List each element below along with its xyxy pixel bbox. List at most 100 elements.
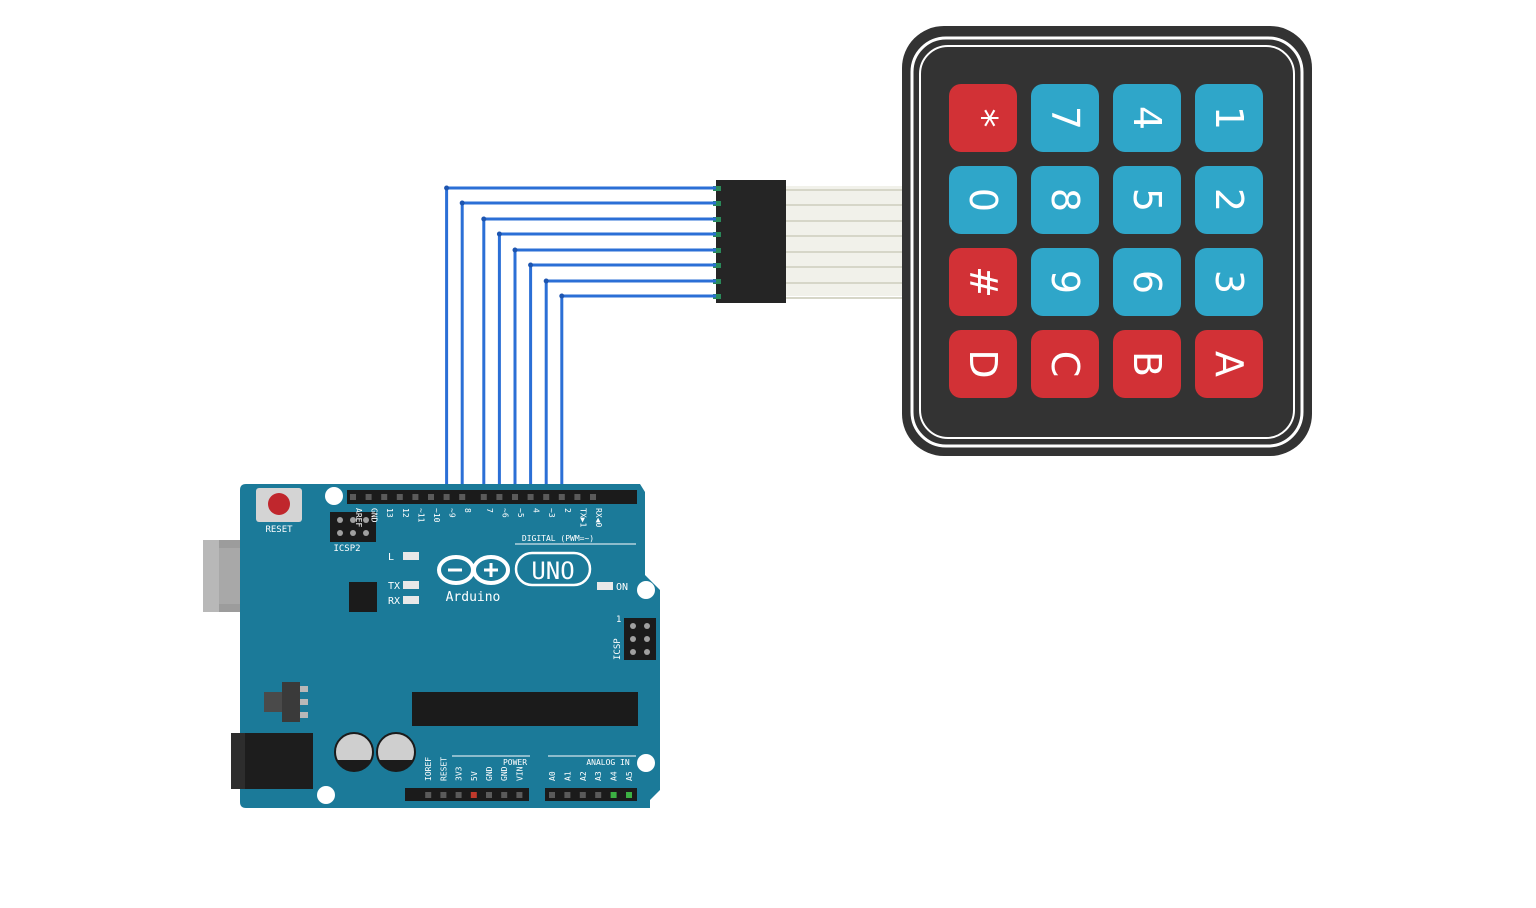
key-cap[interactable]	[1113, 166, 1181, 234]
header-socket	[350, 494, 356, 500]
digital-header-label: DIGITAL (PWM=~)	[522, 534, 594, 543]
power-pin-label: VIN	[515, 766, 524, 781]
key-cap[interactable]	[1195, 248, 1263, 316]
keypad-key-6[interactable]: 6	[1113, 248, 1181, 316]
keypad-key-3[interactable]: 3	[1195, 248, 1263, 316]
analog-pin-label: A0	[548, 771, 557, 781]
digital-pin-label: ~5	[516, 508, 525, 518]
key-cap[interactable]	[949, 84, 1017, 152]
led-l-label: L	[388, 552, 394, 563]
key-label: C	[1043, 351, 1087, 378]
key-cap[interactable]	[1031, 84, 1099, 152]
keypad-key-hash[interactable]: #	[949, 248, 1017, 316]
reset-label: RESET	[265, 525, 293, 535]
analog-pin-label: A3	[594, 771, 603, 781]
header-socket	[595, 792, 602, 798]
brand-label: Arduino	[446, 590, 501, 605]
led-on	[597, 582, 613, 590]
keypad-key-2[interactable]: 2	[1195, 166, 1263, 234]
key-label: 6	[1125, 270, 1169, 294]
connector-pin	[713, 201, 721, 206]
icsp-label: ICSP	[613, 638, 623, 660]
keypad-key-D[interactable]: D	[949, 330, 1017, 398]
header-socket	[443, 494, 450, 500]
power-pin-label: 3V3	[455, 766, 464, 781]
digital-pin-label: ~3	[547, 508, 556, 518]
connector-pin	[713, 248, 721, 253]
key-cap[interactable]	[1031, 248, 1099, 316]
keypad-key-C[interactable]: C	[1031, 330, 1099, 398]
key-cap[interactable]	[1031, 330, 1099, 398]
connector-pin	[713, 217, 721, 222]
header-socket	[486, 792, 492, 798]
led-rx-label: RX	[388, 596, 400, 607]
keypad-key-5[interactable]: 5	[1113, 166, 1181, 234]
header-socket	[425, 792, 432, 798]
connector-pin	[713, 294, 721, 299]
wire-joint	[459, 200, 465, 206]
key-cap[interactable]	[1031, 166, 1099, 234]
keypad-connector	[713, 180, 786, 303]
reset-button-cap[interactable]	[268, 493, 290, 515]
usb-chip	[349, 582, 377, 612]
ribbon-cable	[784, 186, 902, 299]
key-cap[interactable]	[949, 166, 1017, 234]
analog-pin-label: A2	[579, 771, 588, 781]
icsp-pin1-label: 1	[616, 615, 621, 625]
keypad-key-9[interactable]: 9	[1031, 248, 1099, 316]
header-socket	[574, 494, 581, 500]
keypad-key-1[interactable]: 1	[1195, 84, 1263, 152]
key-label: 5	[1125, 188, 1169, 212]
analog-label: ANALOG IN	[586, 758, 630, 767]
header-socket	[365, 494, 372, 500]
key-cap[interactable]	[1113, 248, 1181, 316]
keypad-key-star[interactable]: *	[949, 84, 1017, 152]
wire-joint	[543, 278, 549, 284]
keypad-key-B[interactable]: B	[1113, 330, 1181, 398]
key-label: #	[961, 266, 1005, 298]
power-pin-label: IOREF	[424, 757, 433, 781]
key-label: 1	[1207, 106, 1251, 130]
connector-pin	[713, 263, 721, 268]
keypad-inner-border	[919, 45, 1295, 439]
digital-pin-label: 2	[563, 508, 572, 513]
header-socket	[579, 792, 586, 798]
wire-joint	[512, 247, 518, 253]
voltage-regulator	[264, 682, 308, 722]
key-label: 0	[961, 188, 1005, 212]
key-label: B	[1125, 351, 1169, 377]
key-cap[interactable]	[1195, 330, 1263, 398]
digital-header	[347, 490, 637, 504]
key-cap[interactable]	[1113, 84, 1181, 152]
model-label: UNO	[531, 557, 574, 585]
keypad-key-8[interactable]: 8	[1031, 166, 1099, 234]
wire-pin-3	[544, 279, 716, 497]
header-socket	[428, 494, 434, 500]
header-socket	[512, 494, 518, 500]
key-label: 4	[1125, 106, 1169, 130]
wire-joint	[444, 185, 450, 191]
led-rx	[403, 596, 419, 604]
key-cap[interactable]	[949, 330, 1017, 398]
keypad-key-7[interactable]: 7	[1031, 84, 1099, 152]
key-cap[interactable]	[1195, 84, 1263, 152]
connector-pin	[713, 279, 721, 284]
wire-joint	[559, 293, 565, 299]
keypad-outer-border	[910, 36, 1304, 448]
capacitors	[334, 732, 416, 772]
key-cap[interactable]	[1113, 330, 1181, 398]
arduino-logo-icon	[437, 555, 510, 585]
keypad-key-4[interactable]: 4	[1113, 84, 1181, 152]
header-socket	[564, 792, 571, 798]
key-cap[interactable]	[949, 248, 1017, 316]
keypad-key-A[interactable]: A	[1195, 330, 1263, 398]
led-on-label: ON	[616, 582, 628, 593]
key-cap[interactable]	[1195, 166, 1263, 234]
digital-pin-label: 13	[385, 508, 394, 518]
keypad-key-0[interactable]: 0	[949, 166, 1017, 234]
header-socket	[440, 792, 447, 798]
header-socket	[501, 792, 508, 798]
